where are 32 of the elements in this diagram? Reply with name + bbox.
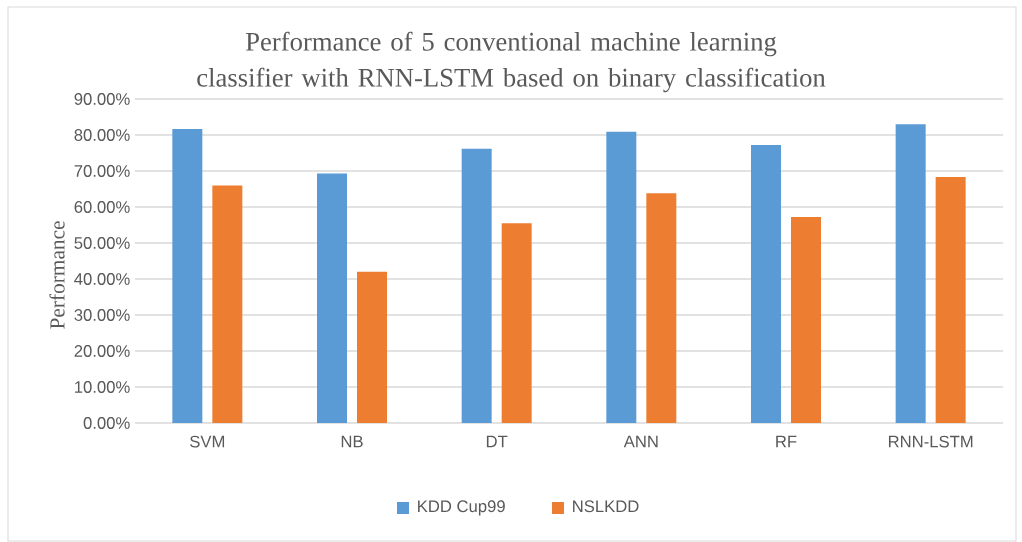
bar	[357, 271, 387, 423]
bar	[606, 131, 637, 423]
y-tick-label: 40.00%	[74, 273, 130, 285]
y-tick-label: 30.00%	[74, 309, 130, 321]
x-tick-label: SVM	[190, 435, 225, 448]
bar	[751, 145, 781, 423]
bar	[212, 185, 243, 423]
y-tick-label: 60.00%	[74, 201, 130, 213]
chart-title: Performance of 5 conventional machine learning classifier with RNN-LSTM based on binary classification	[197, 31, 826, 93]
axis-title: Performance	[49, 221, 65, 329]
x-tick-label: ANN	[623, 435, 658, 448]
bar	[895, 124, 926, 423]
x-tick-label: NB	[341, 435, 363, 448]
bar	[935, 177, 966, 423]
y-tick-label: 90.00%	[74, 93, 130, 105]
y-tick-label: 50.00%	[74, 237, 130, 249]
bar	[317, 173, 347, 423]
y-tick-label: 0.00%	[83, 417, 130, 429]
bar	[646, 193, 677, 423]
bar	[790, 217, 821, 423]
legend-label: KDD Cup99	[418, 500, 505, 516]
bar	[172, 128, 203, 423]
y-tick-label: 20.00%	[74, 345, 130, 357]
y-tick-label: 80.00%	[74, 129, 130, 141]
y-tick-label: 10.00%	[75, 381, 130, 393]
legend-label: NSLKDD	[573, 500, 639, 513]
y-tick-label: 70.00%	[74, 165, 130, 177]
x-tick-label: DT	[486, 435, 508, 448]
x-tick-label: RF	[776, 435, 797, 448]
bar	[461, 148, 492, 423]
bar	[501, 223, 532, 423]
x-tick-label: RNN-LSTM	[888, 435, 973, 448]
